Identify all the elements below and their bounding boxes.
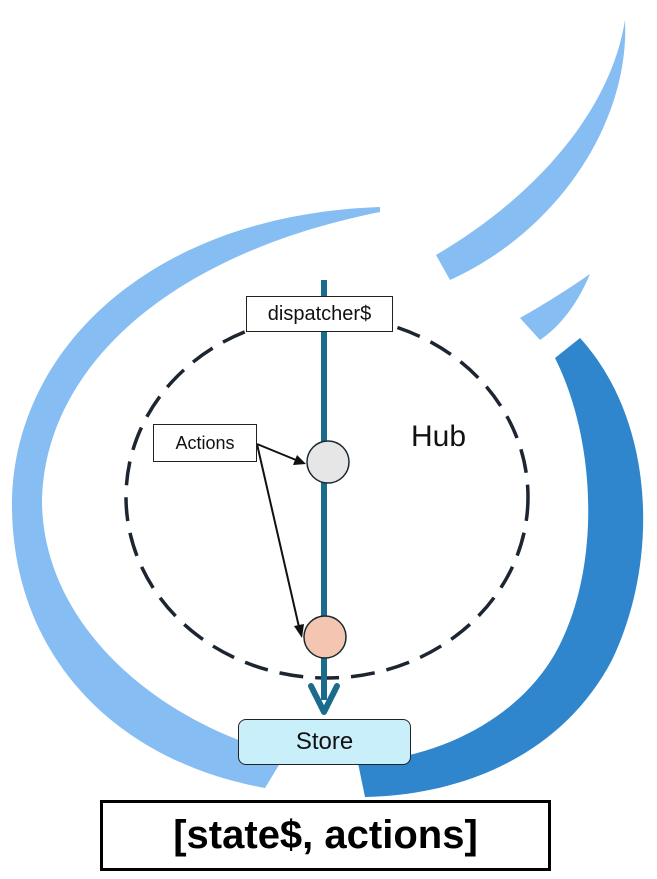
action-arrowhead-2 (294, 624, 304, 638)
stream-arrowhead (308, 683, 340, 715)
action-arrow-2 (256, 443, 300, 628)
dispatcher-label: dispatcher$ (246, 296, 393, 332)
hub-label: Hub (411, 420, 467, 453)
result-box: [state$, actions] (100, 800, 551, 871)
action-arrow-1 (256, 443, 297, 461)
action-arrowhead-1 (293, 455, 306, 465)
action-node-1 (306, 440, 350, 484)
logo-ring-dark-arc (358, 338, 644, 797)
actions-label: Actions (153, 424, 257, 462)
store-box: Store (238, 719, 411, 765)
logo-swoosh-lower (520, 274, 590, 340)
logo-swoosh-upper (436, 20, 626, 280)
action-node-2 (303, 615, 347, 659)
